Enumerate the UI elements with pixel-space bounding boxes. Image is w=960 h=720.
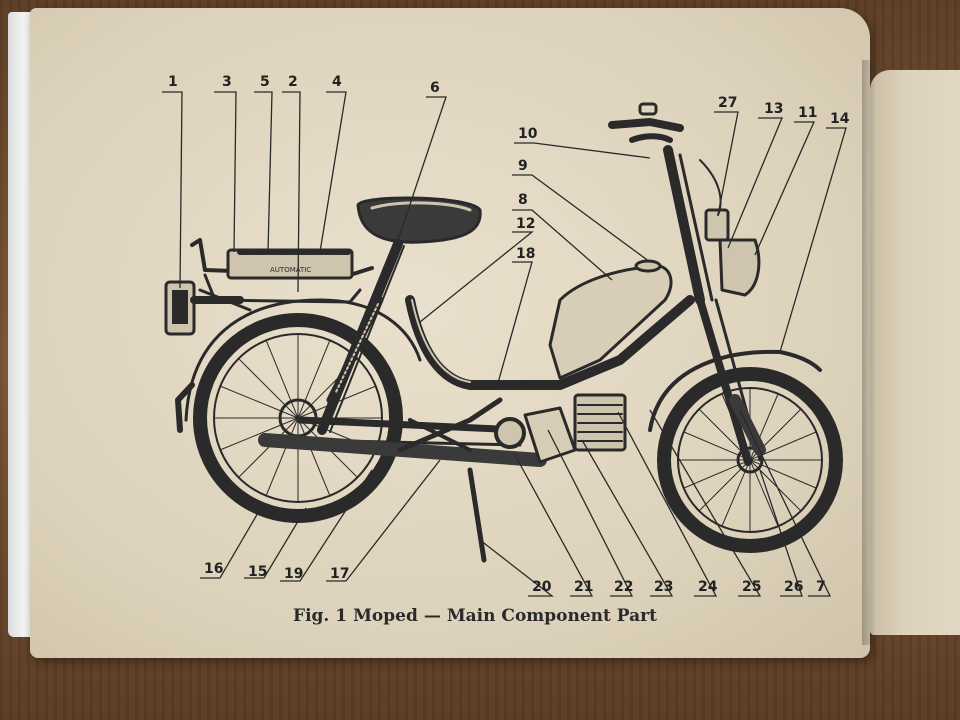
callout-1: 1	[168, 74, 178, 90]
callout-16: 16	[204, 561, 223, 577]
callout-12: 12	[516, 216, 535, 232]
figure-dash: —	[423, 606, 441, 626]
callout-20: 20	[532, 579, 552, 595]
callout-18: 18	[516, 246, 535, 262]
leader-lines	[162, 91, 847, 597]
callout-23: 23	[654, 579, 673, 595]
book-gutter	[862, 60, 876, 645]
callout-25: 25	[742, 579, 761, 595]
callout-22: 22	[614, 579, 633, 595]
callout-6: 6	[430, 80, 440, 96]
callout-7: 7	[816, 579, 826, 595]
callout-labels: 1 3 5 2 4 6 10 9 8 12 18 27 13 11 14 16 …	[168, 74, 850, 595]
callout-17: 17	[330, 566, 349, 582]
callout-24: 24	[698, 579, 718, 595]
callout-26: 26	[784, 579, 803, 595]
callout-14: 14	[830, 111, 850, 127]
callout-9: 9	[518, 158, 528, 174]
callout-8: 8	[518, 192, 528, 208]
figure-subtitle: Main Component Part	[446, 606, 657, 626]
facing-page	[870, 70, 960, 635]
callout-21: 21	[574, 579, 593, 595]
callout-27: 27	[718, 95, 737, 111]
callout-5: 5	[260, 74, 270, 90]
callout-13: 13	[764, 101, 783, 117]
figure-number: Fig. 1	[293, 606, 348, 626]
callout-3: 3	[222, 74, 232, 90]
callout-10: 10	[518, 126, 538, 142]
callout-4: 4	[332, 74, 342, 90]
callout-15: 15	[248, 564, 267, 580]
figure-title: Moped	[353, 606, 418, 626]
callout-2: 2	[288, 74, 298, 90]
seat-pack-text: AUTOMATIC	[270, 266, 311, 274]
callout-19: 19	[284, 566, 303, 582]
callout-11: 11	[798, 105, 817, 121]
